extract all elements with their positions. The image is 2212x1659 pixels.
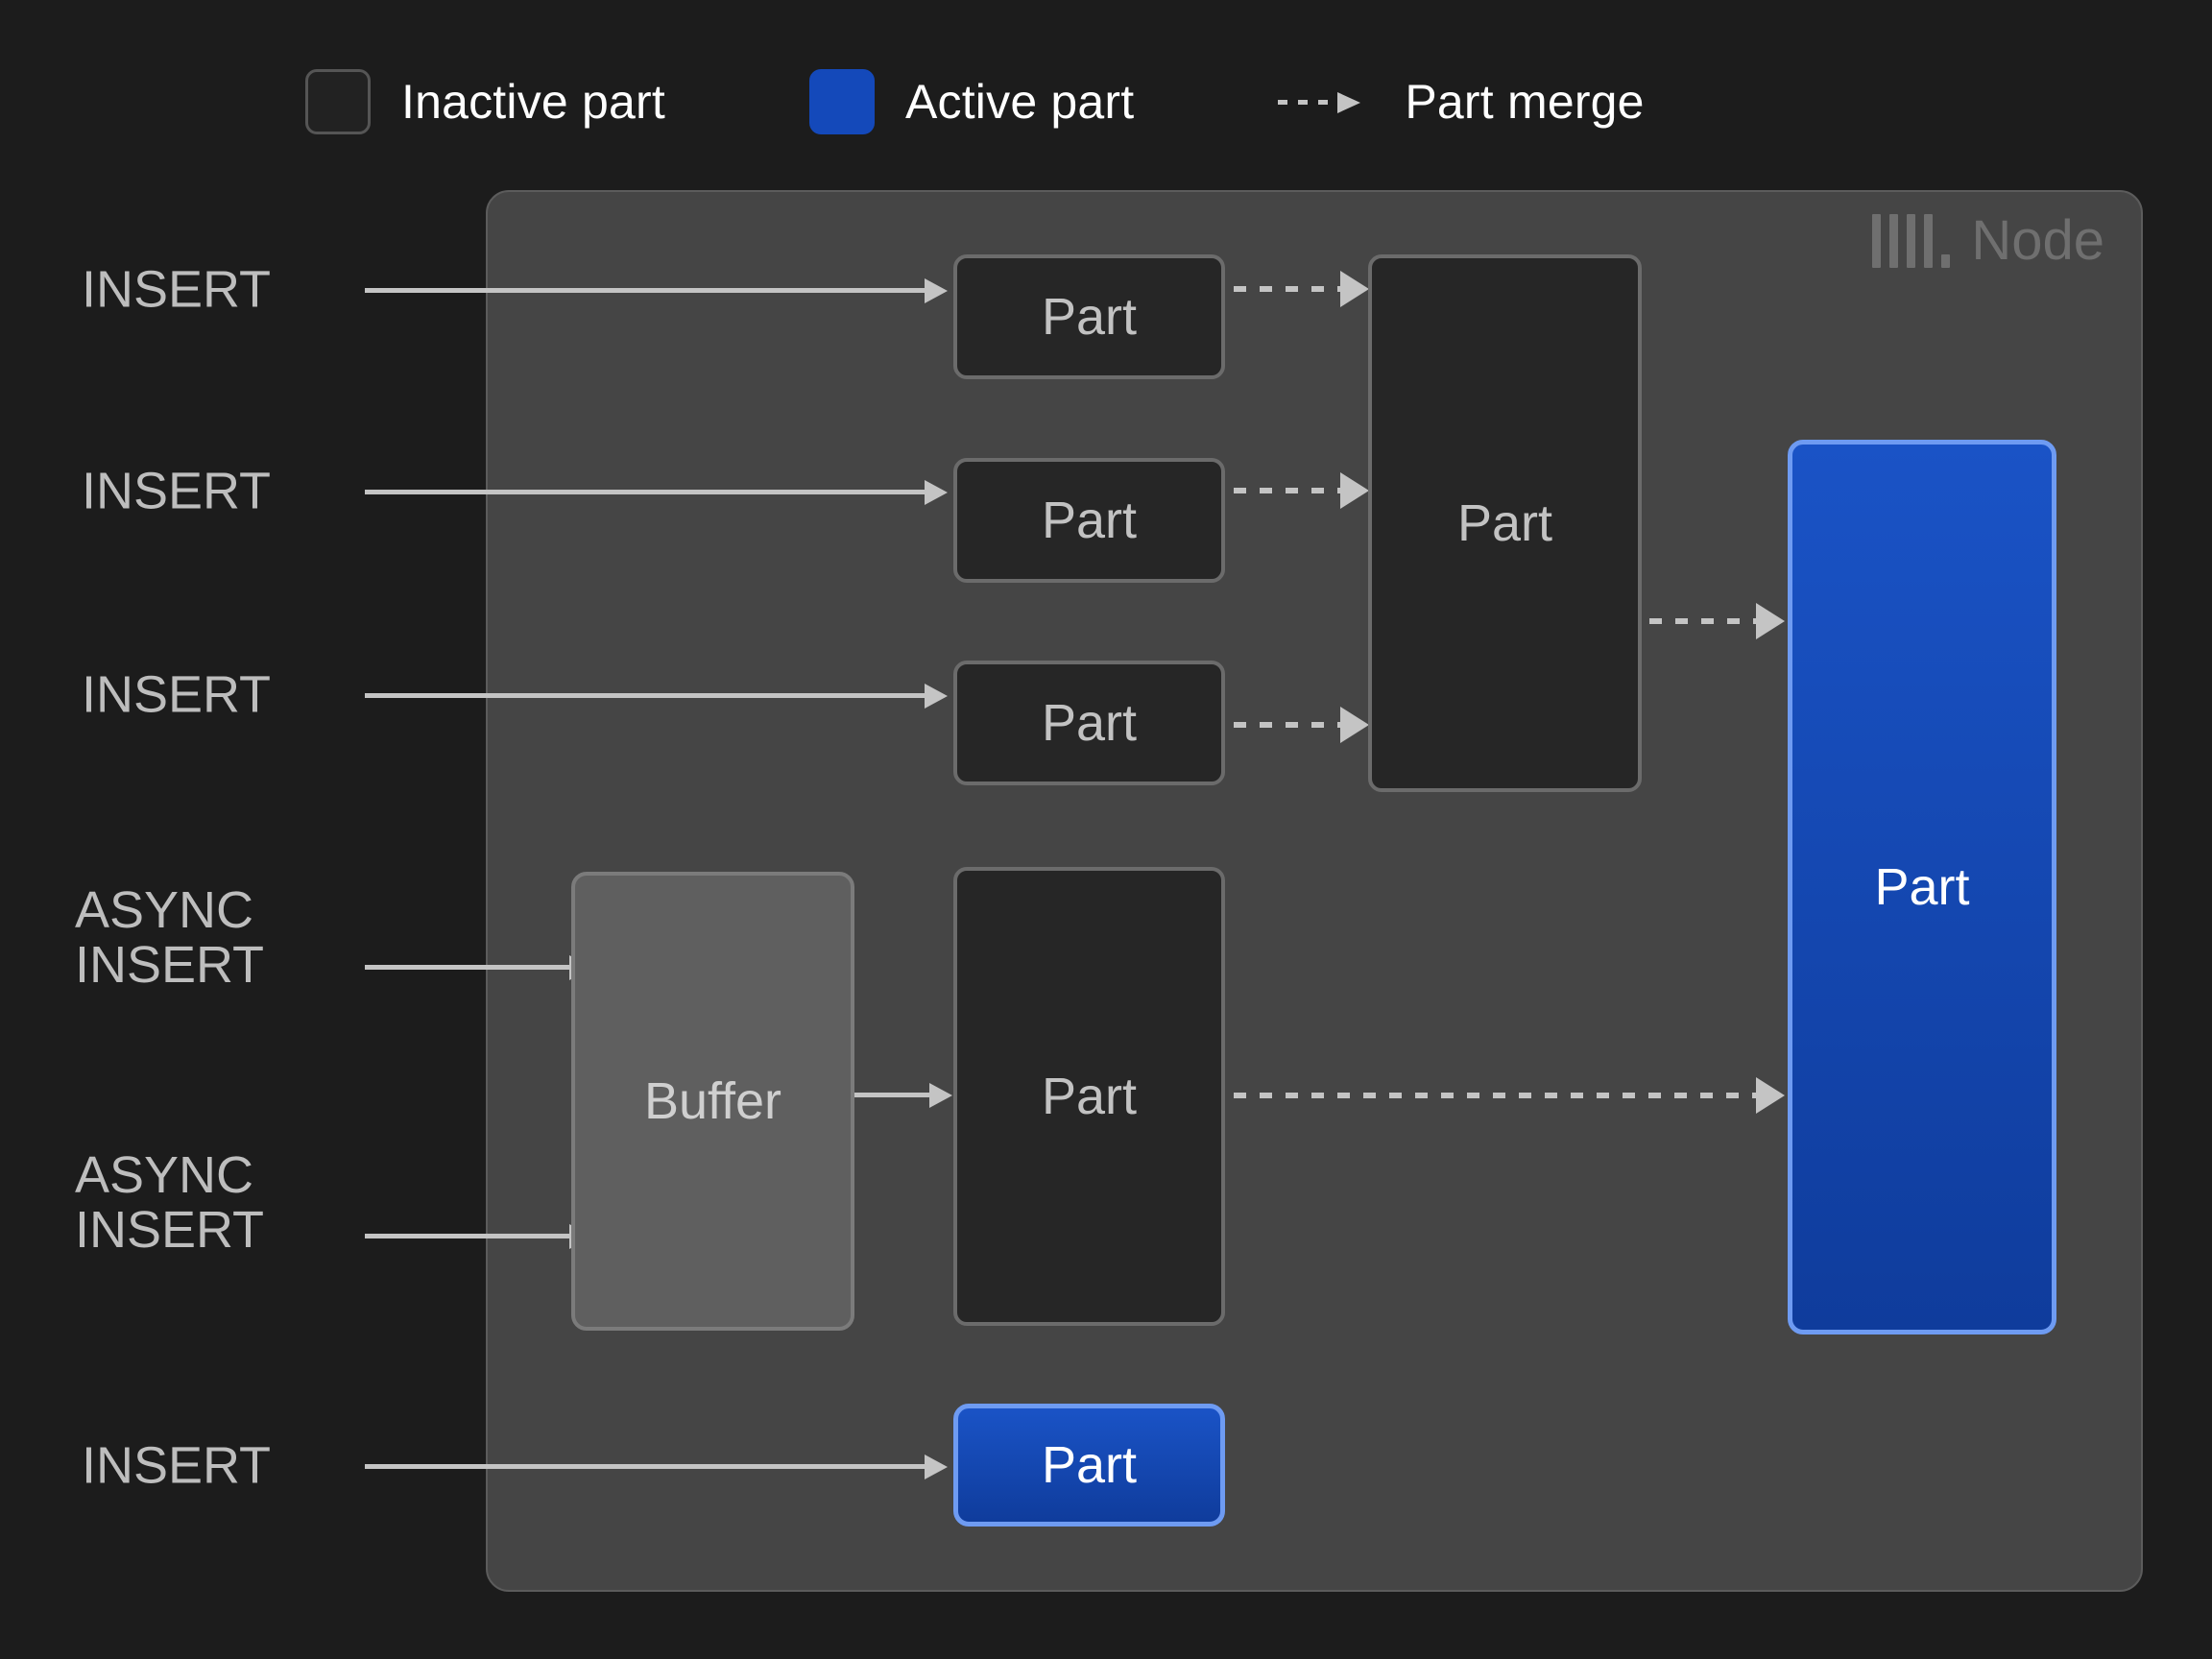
inactive-part-swatch-icon: [305, 69, 371, 134]
part-box-top-1-label: Part: [1041, 288, 1138, 346]
signal-label-insert-3: INSERT: [82, 665, 272, 724]
legend-label-part-merge: Part merge: [1405, 75, 1645, 129]
signal-label-insert-4: INSERT: [82, 1436, 272, 1495]
signal-label-async-insert-1: ASYNC INSERT: [75, 881, 265, 995]
part-box-final-active: Part: [1788, 440, 2056, 1334]
node-title: Node: [1971, 209, 2104, 272]
arrow-insert-3-to-part: [365, 684, 948, 709]
part-box-merged-middle-label: Part: [1456, 494, 1553, 552]
arrow-buffer-to-part: [854, 1083, 952, 1108]
merge-arrow-part-2: [1234, 472, 1369, 509]
clickhouse-logo-icon: [1872, 214, 1951, 268]
merge-arrow-part-3: [1234, 707, 1369, 743]
arrow-insert-1-to-part: [365, 278, 948, 303]
part-box-new-active-label: Part: [1041, 1436, 1138, 1494]
node-badge: Node: [1872, 213, 2104, 269]
part-box-merged-middle: Part: [1368, 254, 1642, 792]
legend-item-active-part: Active part: [808, 69, 1135, 134]
arrow-async-insert-2-to-buffer: [365, 1224, 592, 1249]
signal-label-insert-1: INSERT: [82, 260, 272, 319]
part-box-from-buffer: Part: [953, 867, 1225, 1326]
part-box-top-2-label: Part: [1041, 492, 1138, 549]
part-box-top-2: Part: [953, 458, 1225, 583]
part-box-final-active-label: Part: [1874, 858, 1970, 916]
legend-label-active-part: Active part: [904, 75, 1135, 129]
merge-arrow-buffer-part-to-final: [1234, 1077, 1785, 1114]
legend-label-inactive-part: Inactive part: [401, 75, 665, 129]
buffer-box-label: Buffer: [643, 1072, 782, 1130]
legend-item-part-merge: Part merge: [1278, 74, 1645, 130]
buffer-box: Buffer: [571, 872, 854, 1331]
part-box-top-3-label: Part: [1041, 694, 1138, 752]
arrow-insert-2-to-part: [365, 480, 948, 505]
part-box-top-1: Part: [953, 254, 1225, 379]
arrow-insert-4-to-active-part: [365, 1455, 948, 1479]
part-box-from-buffer-label: Part: [1041, 1068, 1138, 1125]
part-box-new-active: Part: [953, 1404, 1225, 1527]
signal-label-insert-2: INSERT: [82, 462, 272, 520]
merge-arrow-mid-to-final: [1649, 603, 1785, 639]
arrow-async-insert-1-to-buffer: [365, 955, 592, 980]
part-box-top-3: Part: [953, 661, 1225, 785]
active-part-swatch-icon: [808, 69, 875, 134]
legend: Inactive part Active part Part merge: [305, 69, 1645, 134]
dashed-arrow-icon: [1278, 92, 1374, 113]
merge-arrow-part-1: [1234, 271, 1369, 307]
signal-label-async-insert-2: ASYNC INSERT: [75, 1146, 265, 1260]
legend-item-inactive-part: Inactive part: [305, 69, 665, 134]
